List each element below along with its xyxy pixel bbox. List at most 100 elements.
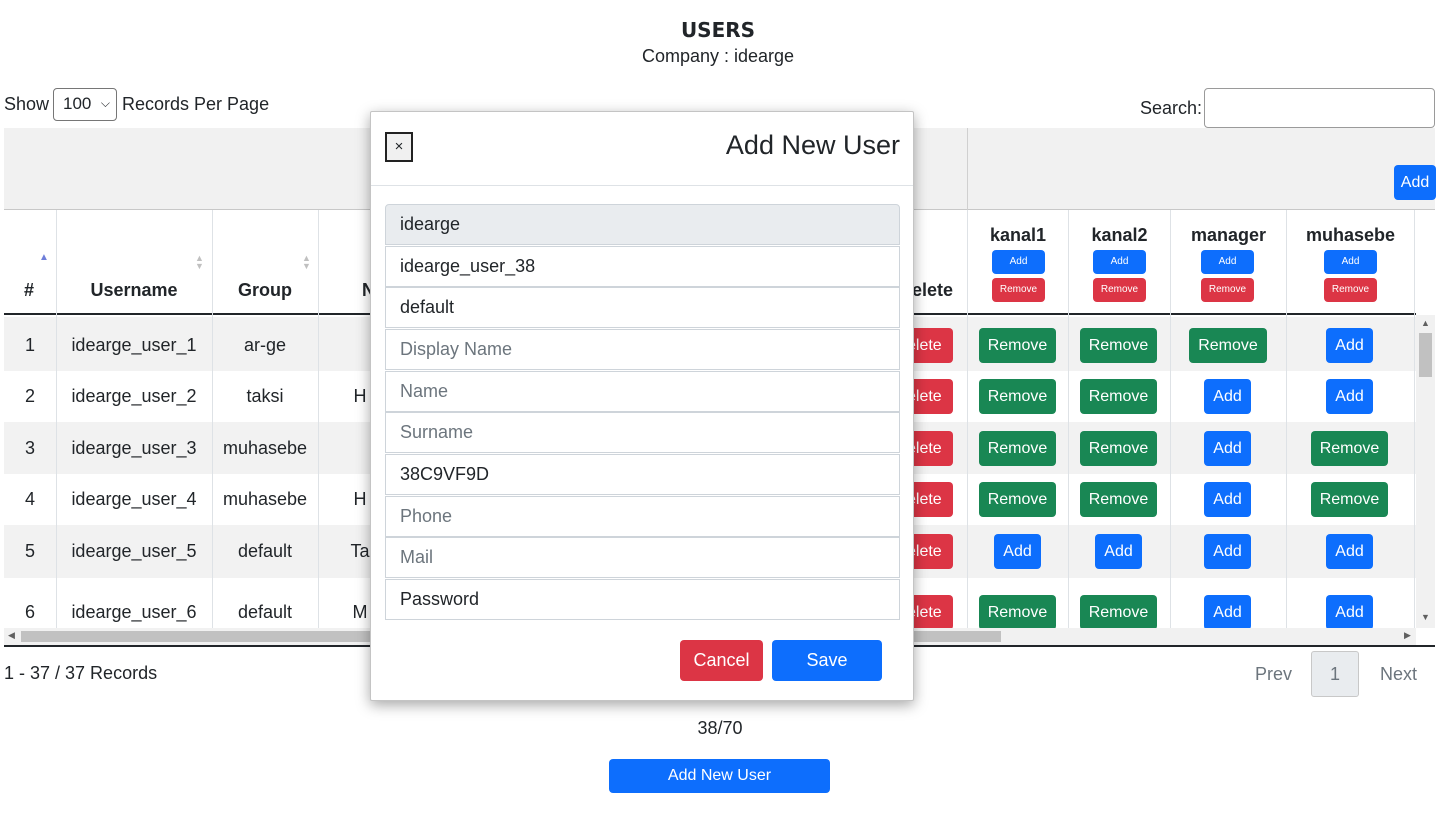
row-group: ar-ge (243, 335, 287, 355)
close-icon[interactable]: × (385, 132, 413, 162)
channel-add-button[interactable]: Add (1095, 534, 1142, 569)
channel-add-button[interactable]: Add (994, 534, 1041, 569)
row-number: 3 (24, 438, 35, 458)
channel-remove-all-button[interactable]: Remove (1093, 278, 1146, 302)
channel-add-button[interactable]: Add (1326, 328, 1373, 363)
username-field[interactable]: idearge_user_38 (385, 246, 900, 287)
row-username: idearge_user_2 (71, 386, 197, 406)
channel-remove-button[interactable]: Remove (1311, 482, 1388, 517)
col-username-header[interactable]: Username (90, 280, 178, 300)
mail-field[interactable]: Mail (385, 537, 900, 578)
channel-remove-button[interactable]: Remove (1080, 431, 1157, 466)
channel-remove-button[interactable]: Remove (1080, 328, 1157, 363)
group-add-button[interactable]: Add (1394, 165, 1436, 200)
row-number: 4 (24, 489, 35, 509)
row-number: 5 (24, 541, 35, 561)
channel-add-button[interactable]: Add (1326, 534, 1373, 569)
channel-add-all-button[interactable]: Add (992, 250, 1045, 274)
channel-add-button[interactable]: Add (1204, 379, 1251, 414)
vertical-scrollbar[interactable] (1416, 315, 1435, 628)
col-delete-header: elete (912, 280, 954, 300)
records-per-page-label: Records Per Page (122, 94, 270, 114)
channel-remove-all-button[interactable]: Remove (1201, 278, 1254, 302)
column-divider (967, 210, 968, 628)
col-channel-header: kanal1 (989, 225, 1047, 245)
channel-add-all-button[interactable]: Add (1093, 250, 1146, 274)
column-divider (1414, 210, 1415, 628)
channel-remove-button[interactable]: Remove (1080, 379, 1157, 414)
col-channel-header: manager (1190, 225, 1267, 245)
search-input[interactable] (1204, 88, 1435, 128)
channel-remove-button[interactable]: Remove (979, 431, 1056, 466)
sort-icon[interactable]: ▲▼ (195, 253, 204, 271)
add-new-user-button[interactable]: Add New User (609, 759, 830, 793)
vertical-scroll-thumb[interactable] (1419, 333, 1432, 377)
code-field[interactable]: 38C9VF9D (385, 454, 900, 495)
column-divider (1170, 210, 1171, 628)
name-field[interactable]: Name (385, 371, 900, 412)
save-button[interactable]: Save (772, 640, 882, 681)
pagination-next[interactable]: Next (1380, 664, 1418, 684)
channel-remove-button[interactable]: Remove (979, 379, 1056, 414)
row-name: M (352, 602, 368, 622)
col-number-header[interactable]: # (24, 280, 35, 300)
row-name: H (353, 386, 367, 406)
channel-add-button[interactable]: Add (1326, 379, 1373, 414)
row-username: idearge_user_5 (71, 541, 197, 561)
password-field[interactable]: Password (385, 579, 900, 620)
company-subtitle: Company : idearge (641, 46, 795, 66)
row-username: idearge_user_4 (71, 489, 197, 509)
modal-divider (371, 185, 913, 186)
channel-remove-all-button[interactable]: Remove (992, 278, 1045, 302)
column-divider (1286, 210, 1287, 628)
display-name-field[interactable]: Display Name (385, 329, 900, 370)
column-divider (318, 210, 319, 628)
column-divider (212, 210, 213, 628)
phone-field[interactable]: Phone (385, 496, 900, 537)
channel-remove-button[interactable]: Remove (979, 482, 1056, 517)
company-field: idearge (385, 204, 900, 245)
row-number: 1 (24, 335, 35, 355)
row-group: default (237, 541, 293, 561)
channel-add-button[interactable]: Add (1204, 534, 1251, 569)
row-group: taksi (246, 386, 284, 406)
channel-add-button[interactable]: Add (1204, 595, 1251, 630)
channel-remove-button[interactable]: Remove (1080, 482, 1157, 517)
channel-remove-button[interactable]: Remove (1189, 328, 1267, 363)
sort-icon[interactable]: ▲▼ (302, 253, 311, 271)
scroll-up-icon[interactable]: ▲ (1421, 318, 1430, 328)
pagination-page[interactable]: 1 (1311, 651, 1359, 697)
channel-add-all-button[interactable]: Add (1324, 250, 1377, 274)
channel-remove-all-button[interactable]: Remove (1324, 278, 1377, 302)
channel-add-button[interactable]: Add (1204, 431, 1251, 466)
scroll-down-icon[interactable]: ▼ (1421, 612, 1430, 622)
channel-add-all-button[interactable]: Add (1201, 250, 1254, 274)
cancel-button[interactable]: Cancel (680, 640, 763, 681)
channel-remove-button[interactable]: Remove (1080, 595, 1157, 630)
scroll-right-icon[interactable]: ▶ (1404, 630, 1411, 640)
channel-add-button[interactable]: Add (1326, 595, 1373, 630)
scroll-left-icon[interactable]: ◀ (8, 630, 15, 640)
col-group-header[interactable]: Group (238, 280, 292, 300)
channel-remove-button[interactable]: Remove (1311, 431, 1388, 466)
channel-remove-button[interactable]: Remove (979, 595, 1056, 630)
row-username: idearge_user_1 (71, 335, 197, 355)
sort-asc-icon[interactable]: ▲ (39, 252, 49, 263)
per-page-value: 100 (63, 94, 92, 113)
pagination-prev[interactable]: Prev (1255, 664, 1293, 684)
channel-remove-button[interactable]: Remove (979, 328, 1056, 363)
row-name: H (353, 489, 367, 509)
search-label: Search: (1140, 98, 1203, 118)
page-title: USERS (680, 18, 756, 42)
row-number: 2 (24, 386, 35, 406)
group-field[interactable]: default (385, 287, 900, 328)
column-divider (56, 210, 57, 628)
column-divider (967, 128, 968, 210)
row-number: 6 (24, 602, 35, 622)
surname-field[interactable]: Surname (385, 412, 900, 453)
channel-add-button[interactable]: Add (1204, 482, 1251, 517)
per-page-select[interactable]: 100 ⌵ (53, 88, 117, 121)
user-count: 38/70 (697, 718, 743, 738)
row-group: muhasebe (222, 489, 308, 509)
chevron-down-icon: ⌵ (100, 96, 110, 110)
